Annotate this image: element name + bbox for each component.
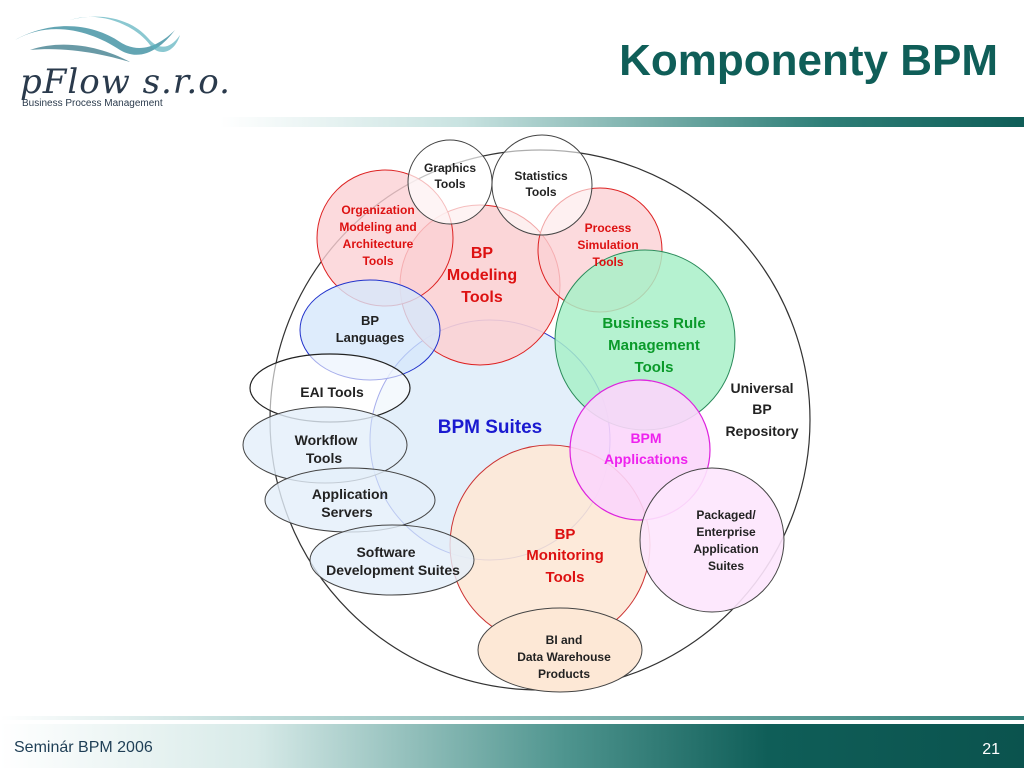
universal-repo-line1: Universal — [730, 380, 793, 396]
bp-monitoring-line2: Monitoring — [526, 547, 603, 564]
bpm-applications-line1: BPM — [630, 430, 661, 446]
process-simulation-line2: Simulation — [577, 238, 638, 252]
bi-data-label: BI and Data Warehouse Products — [517, 633, 611, 681]
header-divider — [220, 117, 1024, 127]
bp-monitoring-line3: Tools — [546, 569, 585, 586]
graphics-tools-line1: Graphics — [424, 161, 476, 175]
application-servers-line2: Servers — [321, 504, 373, 520]
bi-data-line3: Products — [538, 667, 590, 681]
process-simulation-line1: Process — [585, 221, 632, 235]
process-simulation-label: Process Simulation Tools — [577, 221, 638, 269]
bi-data-line2: Data Warehouse — [517, 650, 611, 664]
packaged-apps-line3: Application — [693, 542, 758, 556]
packaged-apps-line2: Enterprise — [696, 525, 756, 539]
workflow-tools-line2: Tools — [306, 450, 343, 466]
bi-data-ellipse — [477, 607, 643, 693]
universal-repo-line3: Repository — [725, 423, 798, 439]
business-rule-line1: Business Rule — [602, 315, 705, 332]
logo-name: pFlow s.r.o. — [20, 62, 231, 102]
graphics-tools-label: Graphics Tools — [424, 161, 476, 191]
statistics-tools-label: Statistics Tools — [514, 169, 568, 199]
packaged-apps-line1: Packaged/ — [696, 508, 756, 522]
bp-languages-line2: Languages — [336, 330, 405, 345]
application-servers-label: Application Servers — [312, 486, 388, 520]
statistics-tools-circle — [491, 134, 593, 236]
bpm-applications-label: BPM Applications — [604, 430, 688, 467]
bpm-applications-line2: Applications — [604, 451, 688, 467]
eai-tools-label: EAI Tools — [300, 384, 364, 400]
software-dev-line2: Development Suites — [326, 562, 460, 578]
bi-data-line1: BI and — [546, 633, 583, 647]
bp-modeling-line1: BP — [471, 245, 494, 262]
software-dev-line1: Software — [356, 544, 415, 560]
bp-monitoring-line1: BP — [555, 526, 576, 543]
org-modeling-line4: Tools — [362, 254, 393, 268]
software-dev-ellipse — [309, 524, 475, 596]
footer-divider — [0, 716, 1024, 720]
org-modeling-line1: Organization — [341, 203, 414, 217]
bpm-suites-label: BPM Suites — [438, 417, 543, 438]
company-logo — [10, 10, 210, 115]
software-dev-label: Software Development Suites — [326, 544, 460, 578]
business-rule-line3: Tools — [635, 359, 674, 376]
statistics-tools-line2: Tools — [525, 185, 556, 199]
business-rule-label: Business Rule Management Tools — [602, 315, 705, 376]
slide-title: Komponenty BPM — [619, 36, 998, 85]
bp-languages-label: BP Languages — [336, 313, 405, 345]
org-modeling-label: Organization Modeling and Architecture T… — [339, 203, 416, 268]
logo-swoosh-icon — [15, 16, 180, 62]
graphics-tools-line2: Tools — [434, 177, 465, 191]
workflow-tools-line1: Workflow — [295, 432, 358, 448]
packaged-apps-line4: Suites — [708, 559, 744, 573]
footer-seminar-label: Seminár BPM 2006 — [14, 739, 153, 756]
org-modeling-line3: Architecture — [343, 237, 414, 251]
process-simulation-line3: Tools — [592, 255, 623, 269]
universal-repo-line2: BP — [752, 401, 771, 417]
bp-monitoring-label: BP Monitoring Tools — [526, 526, 603, 586]
footer-bar — [0, 724, 1024, 768]
logo-subtitle: Business Process Management — [22, 98, 163, 109]
packaged-apps-label: Packaged/ Enterprise Application Suites — [693, 508, 758, 573]
bp-modeling-line3: Tools — [461, 289, 503, 306]
application-servers-line1: Application — [312, 486, 388, 502]
bp-modeling-line2: Modeling — [447, 267, 517, 284]
bp-modeling-label: BP Modeling Tools — [447, 245, 517, 306]
packaged-apps-circle — [639, 467, 785, 613]
page-number: 21 — [982, 741, 1000, 758]
bp-languages-line1: BP — [361, 313, 379, 328]
workflow-tools-label: Workflow Tools — [295, 432, 358, 466]
statistics-tools-line1: Statistics — [514, 169, 568, 183]
universal-repo-label: Universal BP Repository — [725, 380, 798, 439]
business-rule-line2: Management — [608, 337, 700, 354]
org-modeling-line2: Modeling and — [339, 220, 416, 234]
